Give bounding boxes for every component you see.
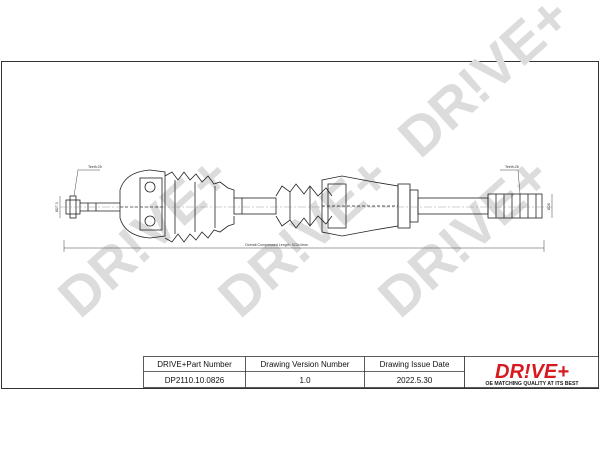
- title-header-issue-date: Drawing Issue Date: [380, 360, 450, 369]
- left-diameter-label: Ø27.3: [55, 202, 59, 212]
- overall-length-label: Overall Compressed Length: 923±4mm: [245, 243, 308, 247]
- left-spline-label: Teeth:25: [88, 165, 102, 169]
- title-block: DRIVE+Part Number Drawing Version Number…: [143, 356, 599, 388]
- right-diameter-label: Ø28: [547, 203, 551, 210]
- title-header-version: Drawing Version Number: [261, 360, 350, 369]
- right-spline-label: Teeth:26: [505, 165, 519, 169]
- watermark-text-3: DR!VE+: [366, 144, 562, 329]
- dimensions: [59, 169, 553, 252]
- sheet-border: [1, 61, 599, 389]
- watermark-text-4: DR!VE+: [386, 0, 582, 169]
- watermarks: DR!VE+ DR!VE+ DR!VE+ DR!VE+: [46, 0, 582, 329]
- title-value-issue-date: 2022.5.30: [397, 376, 433, 385]
- watermark-text-1: DR!VE+: [46, 144, 242, 329]
- right-spline-stub: [487, 193, 543, 219]
- title-value-part-number: DP2110.10.0826: [165, 376, 225, 385]
- title-value-version: 1.0: [299, 376, 311, 385]
- brand-logo: DR!VE+ OE MATCHING QUALITY AT ITS BEST: [485, 361, 579, 387]
- logo-tagline: OE MATCHING QUALITY AT ITS BEST: [485, 381, 579, 387]
- dimension-labels: Overall Compressed Length: 923±4mm Teeth…: [55, 165, 551, 247]
- main-shaft: [233, 197, 277, 215]
- inner-boot: [275, 183, 333, 229]
- drive-shaft-drawing: [60, 169, 552, 243]
- title-header-part-number: DRIVE+Part Number: [157, 360, 232, 369]
- logo-text: DR!VE+: [495, 361, 569, 383]
- watermark-text-2: DR!VE+: [206, 144, 402, 329]
